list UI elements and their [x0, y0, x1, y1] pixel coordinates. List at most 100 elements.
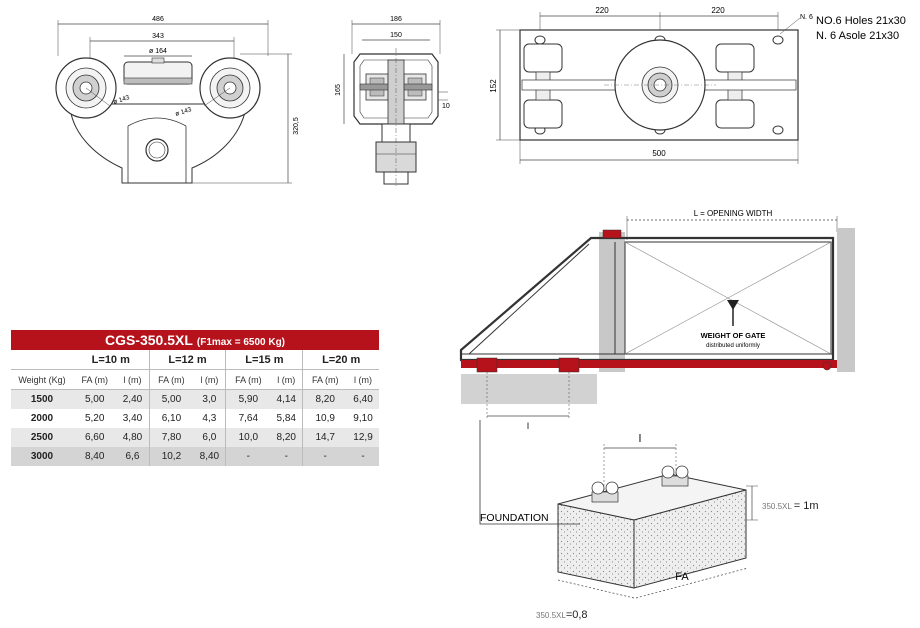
top-dim-depth: 152 [489, 79, 498, 93]
table-cell: 7,64 [225, 409, 271, 428]
front-view-drawing: 486 343 ø 164 ø 143 ø 143 320,5 [55, 16, 300, 184]
gate-weight-sub: distributed uniformly [706, 343, 760, 349]
table-cell: - [270, 447, 303, 466]
length-header: L=10 m [73, 350, 150, 370]
front-dim-height: 320,5 [293, 117, 300, 135]
foundation-width-model: 350.5XL [536, 611, 566, 620]
table-cell: 10,2 [148, 447, 194, 466]
ground-slab [461, 374, 597, 404]
side-dim-gap: 10 [442, 103, 450, 110]
front-dim-total: 486 [152, 16, 164, 23]
foundation-fa-label: FA [675, 571, 689, 583]
l-header: l (m) [193, 369, 226, 390]
weight-cell: 2000 [11, 409, 73, 428]
carriage-right-icon [661, 465, 689, 487]
top-dim-right: 220 [711, 6, 725, 15]
table-row: 1500 5,00 2,40 5,00 3,0 5,90 4,14 8,20 6… [11, 389, 379, 409]
table-cell: 5,00 [73, 389, 117, 409]
table-title-cell: CGS-350.5XL(F1max = 6500 Kg) [11, 330, 379, 350]
top-dim-length: 500 [652, 149, 666, 158]
weight-header: Weight (Kg) [11, 369, 73, 390]
weight-cell: 2500 [11, 428, 73, 447]
table-cell: 8,40 [193, 447, 226, 466]
gate-weight-label: WEIGHT OF GATE [701, 331, 766, 340]
length-header: L=20 m [302, 350, 379, 370]
table-cell: - [302, 447, 348, 466]
table-title: CGS-350.5XL [104, 332, 193, 348]
capacity-table: CGS-350.5XL(F1max = 6500 Kg) L=10 m L=12… [11, 330, 379, 466]
table-cell: 4,80 [116, 428, 150, 447]
table-cell: 14,7 [302, 428, 348, 447]
right-wall [837, 228, 855, 372]
table-cell: 8,20 [302, 389, 348, 409]
carriage-left [476, 357, 498, 373]
l-header: l (m) [116, 369, 150, 390]
table-cell: 6,10 [148, 409, 194, 428]
table-row: 2000 5,20 3,40 6,10 4,3 7,64 5,84 10,9 9… [11, 409, 379, 428]
fa-header: FA (m) [302, 369, 348, 390]
table-cell: 6,0 [193, 428, 226, 447]
table-row: 3000 8,40 6,6 10,2 8,40 - - - - [11, 447, 379, 466]
front-dim-inner: 343 [152, 33, 164, 40]
holes-label-it: N. 6 Asole 21x30 [816, 30, 899, 42]
front-dim-wheel-right: ø 143 [174, 106, 192, 118]
l-header: l (m) [347, 369, 379, 390]
table-cell: 8,20 [270, 428, 303, 447]
carriage-right [558, 357, 580, 373]
side-dim-inner: 150 [390, 32, 402, 39]
table-cell: 2,40 [116, 389, 150, 409]
left-wall [599, 232, 625, 372]
foundation-label: FOUNDATION [480, 512, 549, 524]
table-cell: 10,9 [302, 409, 348, 428]
gate-spacing-label: l [527, 421, 529, 431]
svg-text:350.5XL = 1m: 350.5XL = 1m [762, 500, 819, 512]
table-cell: 5,90 [225, 389, 271, 409]
foundation-width-value: =0,8 [566, 609, 588, 621]
table-cell: 4,14 [270, 389, 303, 409]
table-row: 2500 6,60 4,80 7,80 6,0 10,0 8,20 14,7 1… [11, 428, 379, 447]
svg-text:350.5XL=0,8: 350.5XL=0,8 [536, 609, 588, 621]
table-cell: 10,0 [225, 428, 271, 447]
foundation-height-model: 350.5XL [762, 502, 792, 511]
table-cell: - [225, 447, 271, 466]
table-cell: 6,60 [73, 428, 117, 447]
table-subtitle: (F1max = 6500 Kg) [196, 337, 286, 348]
l-header: l (m) [270, 369, 303, 390]
fa-header: FA (m) [225, 369, 271, 390]
side-dim-width: 186 [390, 16, 402, 23]
table-cell: - [347, 447, 379, 466]
holes-label-short: N. 6 [800, 14, 813, 21]
table-cell: 4,3 [193, 409, 226, 428]
foundation-block-side [633, 489, 747, 589]
front-dim-center: ø 164 [149, 48, 167, 55]
front-dim-wheel-left: ø 143 [112, 94, 130, 106]
foundation-spacing-label: l [639, 433, 641, 445]
table-cell: 3,40 [116, 409, 150, 428]
table-cell: 5,00 [148, 389, 194, 409]
length-header: L=15 m [225, 350, 303, 370]
weight-cell: 3000 [11, 447, 73, 466]
gate-rail [461, 360, 837, 368]
table-cell: 5,84 [270, 409, 303, 428]
length-header: L=12 m [148, 350, 226, 370]
carriage-left-icon [591, 481, 619, 503]
foundation-diagram: l FOUNDATION 350.5XL = 1m FA 350.5XL=0,8 [479, 420, 819, 621]
fa-header: FA (m) [73, 369, 117, 390]
table-cell: 7,80 [148, 428, 194, 447]
top-view-drawing: 220 220 152 500 N. 6 NO.6 Holes 21x30 N.… [489, 6, 906, 164]
gate-diagram: L = OPENING WIDTH WEIGHT OF GATE distrib… [459, 209, 855, 431]
top-dim-left: 220 [595, 6, 609, 15]
fa-header: FA (m) [148, 369, 194, 390]
table-corner [11, 350, 73, 370]
weight-cell: 1500 [11, 389, 73, 409]
table-cell: 9,10 [347, 409, 379, 428]
foundation-height-value: = 1m [794, 500, 819, 512]
table-cell: 6,6 [116, 447, 150, 466]
side-view-drawing: 186 150 165 10 [335, 16, 450, 188]
table-cell: 5,20 [73, 409, 117, 428]
table-cell: 12,9 [347, 428, 379, 447]
holes-label-en: NO.6 Holes 21x30 [816, 15, 906, 27]
table-cell: 8,40 [73, 447, 117, 466]
guide-roller [602, 229, 622, 239]
side-dim-height: 165 [335, 84, 342, 96]
